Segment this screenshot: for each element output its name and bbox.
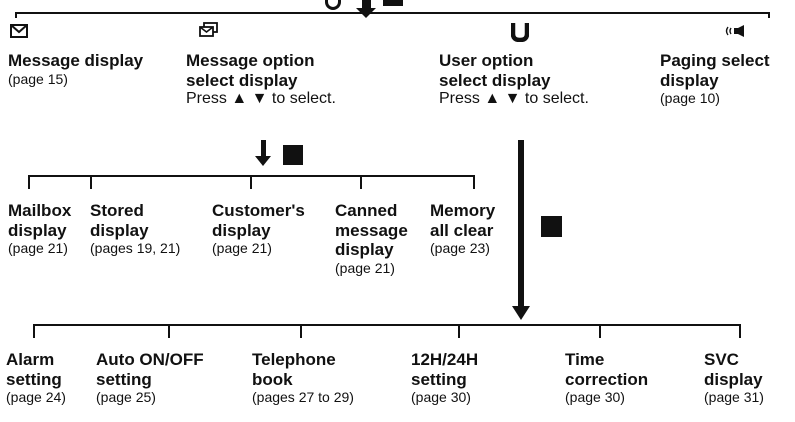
canned-message-display-node: Canned message display (page 21) xyxy=(335,201,408,276)
top-connector-tick xyxy=(768,12,770,18)
node-title: display xyxy=(8,220,67,240)
node-title: Canned xyxy=(335,201,398,220)
down-arrow-icon xyxy=(362,0,371,14)
mailbox-display-node: Mailbox display (page 21) xyxy=(8,201,71,256)
connector-tick xyxy=(250,175,252,189)
down-arrowhead-icon xyxy=(255,156,271,166)
user-option-down-line xyxy=(518,140,524,310)
node-title: display xyxy=(660,70,719,90)
node-title: Alarm xyxy=(6,350,55,369)
customers-display-node: Customer's display (page 21) xyxy=(212,201,305,256)
u-letter-icon xyxy=(511,23,529,42)
connector-tick xyxy=(90,175,92,189)
connector-tick xyxy=(458,324,460,338)
message-stack-icon xyxy=(199,22,218,37)
node-title: book xyxy=(252,369,293,389)
node-title: setting xyxy=(6,369,62,389)
envelope-icon xyxy=(10,24,28,38)
partial-hand-icon xyxy=(325,0,341,10)
node-page: (page 31) xyxy=(704,389,764,406)
node-title: display xyxy=(704,369,763,389)
connector-tick xyxy=(360,175,362,189)
select-button-icon xyxy=(541,216,562,237)
node-title: Customer's xyxy=(212,201,305,220)
node-page: (page 15) xyxy=(8,70,68,87)
node-page: (page 21) xyxy=(8,240,68,257)
node-press-hint: Press ▲ ▼ to select. xyxy=(439,90,589,108)
top-connector-tick xyxy=(15,12,17,18)
node-title: Telephone xyxy=(252,350,336,369)
node-page: (page 30) xyxy=(565,389,625,406)
node-press-hint: Press ▲ ▼ to select. xyxy=(186,90,336,108)
node-title: correction xyxy=(565,369,649,389)
node-title: message xyxy=(335,220,408,240)
connector-tick xyxy=(168,324,170,338)
node-title: Message option xyxy=(186,51,315,70)
connector-tick xyxy=(739,324,741,338)
alarm-setting-node: Alarm setting (page 24) xyxy=(6,350,66,405)
connector-tick xyxy=(300,324,302,338)
node-title: setting xyxy=(411,369,467,389)
top-connector-line xyxy=(15,12,770,14)
connector-tick xyxy=(473,175,475,189)
down-arrowhead-icon xyxy=(356,8,376,18)
select-button-icon xyxy=(283,145,303,165)
node-title: Auto ON/OFF xyxy=(96,350,204,369)
user-option-node: User option select display Press ▲ ▼ to … xyxy=(439,51,589,108)
down-arrow-icon xyxy=(261,140,266,159)
node-title: Memory xyxy=(430,201,496,220)
user-options-connector xyxy=(33,324,741,326)
paging-select-node: Paging select display (page 10) xyxy=(660,51,770,106)
node-title: select display xyxy=(439,70,551,90)
node-title: User option xyxy=(439,51,534,70)
node-title: all clear xyxy=(430,220,494,240)
node-title: SVC xyxy=(704,350,739,369)
svc-display-node: SVC display (page 31) xyxy=(704,350,764,405)
node-title: select display xyxy=(186,70,298,90)
node-title: Stored xyxy=(90,201,144,220)
telephone-book-node: Telephone book (pages 27 to 29) xyxy=(252,350,354,405)
speaker-waves-icon xyxy=(725,25,744,37)
node-page: (page 25) xyxy=(96,389,156,406)
node-page: (pages 27 to 29) xyxy=(252,389,354,406)
node-page: (page 21) xyxy=(335,259,395,276)
node-page: (page 10) xyxy=(660,90,720,107)
node-page: (pages 19, 21) xyxy=(90,240,181,257)
node-title: Message display xyxy=(8,51,144,70)
node-page: (page 30) xyxy=(411,389,471,406)
message-option-node: Message option select display Press ▲ ▼ … xyxy=(186,51,336,108)
connector-tick xyxy=(33,324,35,338)
memory-all-clear-node: Memory all clear (page 23) xyxy=(430,201,495,256)
connector-tick xyxy=(28,175,30,189)
node-title: display xyxy=(90,220,149,240)
node-title: 12H/24H xyxy=(411,350,479,369)
node-title: Mailbox xyxy=(8,201,72,220)
12h-24h-setting-node: 12H/24H setting (page 30) xyxy=(411,350,478,405)
node-page: (page 23) xyxy=(430,240,490,257)
node-title: display xyxy=(335,240,394,260)
auto-on-off-setting-node: Auto ON/OFF setting (page 25) xyxy=(96,350,204,405)
node-page: (page 21) xyxy=(212,240,272,257)
node-title: setting xyxy=(96,369,152,389)
select-button-icon xyxy=(383,0,403,6)
connector-tick xyxy=(599,324,601,338)
node-title: display xyxy=(212,220,271,240)
node-title: Time xyxy=(565,350,605,369)
time-correction-node: Time correction (page 30) xyxy=(565,350,648,405)
node-page: (page 24) xyxy=(6,389,66,406)
stored-display-node: Stored display (pages 19, 21) xyxy=(90,201,180,256)
message-display-node: Message display (page 15) xyxy=(8,51,143,87)
down-arrowhead-icon xyxy=(512,306,530,320)
node-title: Paging select xyxy=(660,51,770,70)
